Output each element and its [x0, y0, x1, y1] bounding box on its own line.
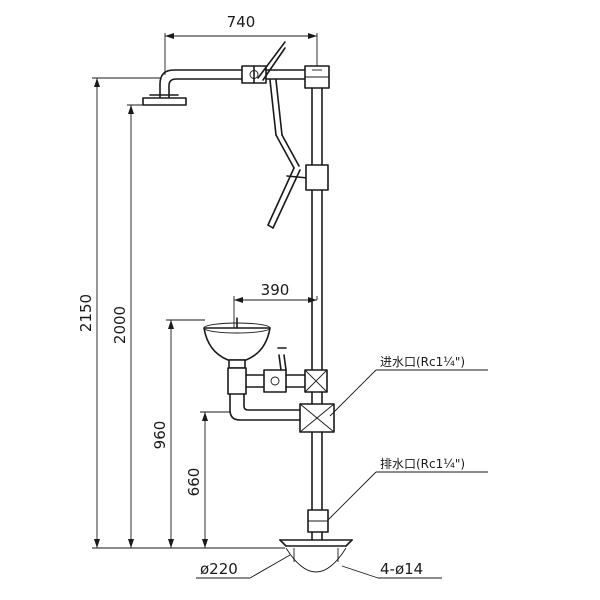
- dim-2000-label: 2000: [111, 306, 129, 344]
- top-tee-fitting: [304, 65, 330, 89]
- shower-head: [142, 41, 309, 229]
- drain-elbow: [307, 509, 329, 533]
- drain-label: 排水口(Rc1¼"): [380, 457, 465, 471]
- dim-390-label: 390: [261, 281, 290, 299]
- dimension-width-390: 390: [233, 281, 318, 328]
- inlet-label-group: 进水口(Rc1¼"): [329, 355, 488, 417]
- dimension-height-660: 660: [185, 411, 230, 548]
- eyewash-valve: [227, 347, 328, 395]
- base-diameter-callout: ø220: [196, 554, 291, 579]
- bolt-holes-label: 4-ø14: [380, 560, 423, 578]
- dimension-width-740: 740: [164, 13, 318, 75]
- dimension-height-2150: 2150: [77, 77, 285, 549]
- drain-label-group: 排水口(Rc1¼"): [327, 457, 488, 521]
- dim-660-label: 660: [185, 468, 203, 497]
- dim-960-label: 960: [151, 421, 169, 450]
- dim-2150-label: 2150: [77, 294, 95, 332]
- main-pipe: [305, 87, 329, 521]
- dim-740-label: 740: [227, 13, 256, 31]
- dimension-height-960: 960: [151, 319, 205, 548]
- inlet-label: 进水口(Rc1¼"): [380, 355, 465, 369]
- bolt-holes-callout: 4-ø14: [341, 560, 442, 579]
- eyewash-bowl: [203, 317, 271, 369]
- base-diameter-label: ø220: [200, 560, 238, 578]
- inlet-tee: [229, 391, 335, 433]
- base-plate: [279, 531, 353, 573]
- dimension-height-2000: 2000: [111, 104, 150, 548]
